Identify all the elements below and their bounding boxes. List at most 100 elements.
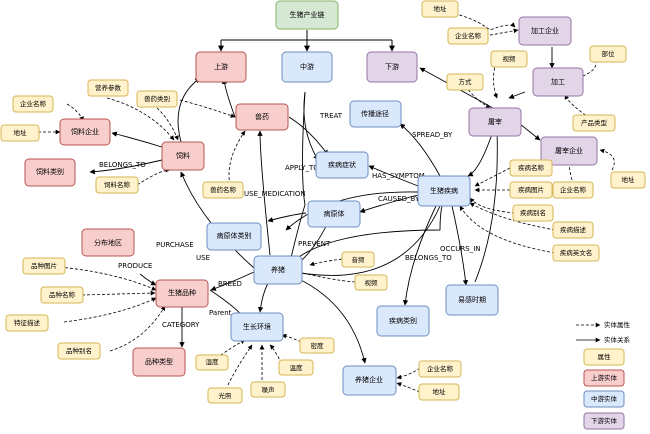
legend-midstream-entity: 中游实体 (583, 390, 625, 408)
node-label: 疾病类别 (389, 316, 417, 325)
attr-company-name-feed[interactable]: 企业名称 (12, 95, 54, 113)
attr-label: 企业名称 (455, 31, 482, 40)
node-disease-symptom[interactable]: 疾病症状 (315, 151, 369, 179)
node-label: 养猪企业 (355, 375, 383, 384)
node-breeding[interactable]: 养猪 (253, 255, 303, 285)
attr-label: 噪声 (262, 385, 276, 394)
entity-nodes: 生猪产业链 上游 中游 下游 饲料企业 饲料 饲料类别 兽药 (24, 0, 598, 396)
node-feed-category[interactable]: 饲料类别 (24, 158, 76, 187)
attr-label: 兽药类别 (144, 94, 170, 103)
node-label: 屠宰 (488, 117, 502, 126)
attr-temperature[interactable]: 温度 (278, 359, 314, 376)
attr-disease-english-name[interactable]: 疾病英文名 (552, 244, 600, 262)
legend-label: 实体关系 (604, 335, 631, 344)
node-breed-type[interactable]: 品种类型 (132, 347, 186, 377)
node-pig-breed[interactable]: 生猪品种 (155, 279, 209, 308)
attr-breed-image[interactable]: 品种图片 (22, 257, 66, 275)
edge-label-parent: Parent (209, 309, 232, 317)
attr-label: 音频 (352, 255, 366, 264)
node-veterinary-drug[interactable]: 兽药 (235, 103, 289, 131)
attr-address-farming[interactable]: 地址 (418, 383, 460, 401)
edge-label-belongs-to-disease: BELONGS_TO (405, 254, 452, 262)
legend: 实体属性 实体关系 属性 上游实体 中游实体 下游实体 (576, 320, 631, 430)
legend-label: 中游实体 (591, 394, 618, 403)
legend-entity-attribute: 实体属性 (576, 320, 631, 329)
attr-noise[interactable]: 噪声 (250, 381, 286, 398)
attr-vet-drug-name[interactable]: 兽药名称 (202, 181, 244, 199)
node-susceptible-period[interactable]: 易感时期 (445, 284, 499, 316)
edge-label-use-medication: USE_MEDICATION (244, 190, 306, 198)
node-label: 生猪品种 (168, 288, 196, 297)
attr-disease-image[interactable]: 疾病图片 (509, 181, 553, 199)
edge-labels: TREAT SPREAD_BY APPLY_TO HAS_SYMPTOM BEL… (99, 112, 481, 329)
node-upstream[interactable]: 上游 (195, 51, 247, 83)
attr-address-feed[interactable]: 地址 (0, 124, 40, 142)
attr-breed-alias[interactable]: 品种别名 (57, 342, 101, 360)
attr-label: 湿度 (206, 357, 220, 366)
node-midstream[interactable]: 中游 (281, 51, 333, 83)
edge-label-treat: TREAT (319, 112, 343, 120)
node-disease-category[interactable]: 疾病类别 (376, 305, 430, 337)
attr-disease-description[interactable]: 疾病描述 (552, 221, 594, 239)
attr-density[interactable]: 密度 (299, 337, 335, 354)
relation-edges (89, 47, 555, 364)
attr-address-processing[interactable]: 地址 (421, 0, 459, 18)
node-downstream[interactable]: 下游 (366, 51, 418, 83)
attr-label: 密度 (311, 341, 325, 350)
node-distribution-area[interactable]: 分布地区 (81, 228, 135, 257)
attr-breed-features[interactable]: 特征描述 (5, 314, 49, 332)
node-transmission-route[interactable]: 传播途径 (349, 100, 402, 128)
attr-product-category[interactable]: 产品类型 (572, 114, 616, 132)
attr-label: 部位 (602, 49, 616, 58)
node-label: 饲料企业 (71, 127, 99, 136)
attr-company-name-slaughter[interactable]: 企业名称 (552, 181, 594, 199)
attr-disease-name[interactable]: 疾病名称 (509, 159, 553, 177)
attr-label: 地址 (14, 128, 28, 137)
attr-label: 光照 (219, 391, 233, 400)
node-pig-disease[interactable]: 生猪疾病 (417, 175, 471, 207)
node-feed-company[interactable]: 饲料企业 (59, 118, 111, 146)
attr-nutrition-params[interactable]: 营养参数 (87, 79, 129, 97)
node-root[interactable]: 生猪产业链 (275, 0, 339, 30)
hierarchy-edges (218, 30, 395, 52)
edge-label-caused-by: CAUSED_BY (378, 195, 420, 203)
node-growth-environment[interactable]: 生长环境 (230, 312, 284, 342)
node-label: 品种类型 (145, 357, 173, 366)
node-label: 生猪产业链 (290, 10, 325, 19)
attr-company-name-farming[interactable]: 企业名称 (418, 360, 462, 378)
node-label: 上游 (214, 62, 228, 71)
attr-breed-name[interactable]: 品种名称 (40, 286, 84, 304)
node-slaughter[interactable]: 屠宰 (468, 107, 522, 137)
attr-feed-name[interactable]: 饲料名称 (95, 176, 139, 194)
node-feed[interactable]: 饲料 (161, 141, 205, 171)
attr-address-slaughter[interactable]: 地址 (610, 171, 646, 189)
attr-part[interactable]: 部位 (589, 45, 627, 63)
attr-label: 企业名称 (560, 185, 587, 194)
node-processing-company[interactable]: 加工企业 (518, 16, 572, 46)
attr-video-slaughter[interactable]: 视频 (490, 50, 528, 68)
edge-label-prevent: PREVENT (298, 240, 331, 248)
attr-humidity[interactable]: 湿度 (195, 354, 229, 371)
node-label: 分布地区 (94, 238, 122, 247)
node-label: 中游 (300, 62, 314, 71)
edge-label-spread-by: SPREAD_BY (412, 131, 453, 139)
node-pathogen-category[interactable]: 病原体类别 (206, 222, 262, 251)
attr-label: 品种名称 (49, 290, 76, 299)
attr-label: 方式 (459, 77, 473, 86)
attr-disease-alias[interactable]: 疾病别名 (512, 204, 554, 222)
attr-video-breeding[interactable]: 视频 (354, 274, 388, 291)
attr-audio[interactable]: 音频 (341, 251, 375, 268)
attr-company-name-processing[interactable]: 企业名称 (447, 27, 489, 45)
node-label: 易感时期 (458, 295, 486, 304)
attr-method[interactable]: 方式 (446, 73, 484, 91)
node-processing[interactable]: 加工 (532, 67, 584, 97)
node-farming-company[interactable]: 养猪企业 (342, 365, 397, 396)
node-pathogen[interactable]: 病原体 (307, 200, 361, 228)
attr-label: 地址 (434, 4, 448, 13)
node-slaughter-company[interactable]: 屠宰企业 (540, 136, 598, 166)
attr-label: 企业名称 (427, 364, 454, 373)
legend-label: 属性 (598, 352, 612, 361)
attr-light[interactable]: 光照 (207, 387, 243, 404)
attr-label: 疾病描述 (560, 225, 587, 234)
attr-vet-drug-category[interactable]: 兽药类别 (136, 90, 178, 108)
